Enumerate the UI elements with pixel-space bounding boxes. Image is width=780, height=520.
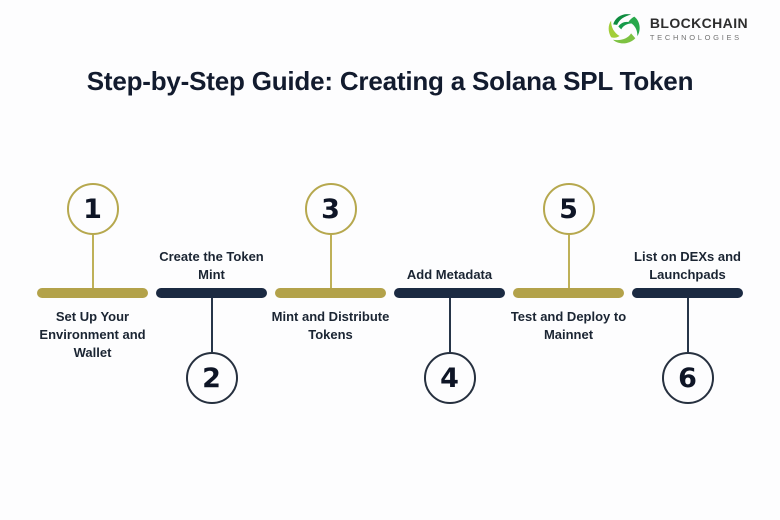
green-swirl-globe-icon bbox=[608, 14, 640, 44]
step-4: 4 Add Metadata bbox=[390, 180, 509, 410]
steps-timeline: 1 Set Up Your Environment and Wallet 2 C… bbox=[33, 180, 747, 410]
step-5-number: 5 bbox=[559, 193, 578, 225]
step-5-connector-line bbox=[567, 235, 570, 288]
step-5-timeline-bar bbox=[513, 288, 624, 298]
step-2: 2 Create the Token Mint bbox=[152, 180, 271, 410]
step-1-label: Set Up Your Environment and Wallet bbox=[39, 309, 146, 360]
step-6-timeline-bar bbox=[632, 288, 743, 298]
step-1-timeline-bar bbox=[37, 288, 148, 298]
step-2-number: 2 bbox=[202, 362, 221, 394]
step-3: 3 Mint and Distribute Tokens bbox=[271, 180, 390, 410]
step-2-timeline-bar bbox=[156, 288, 267, 298]
step-6: 6 List on DEXs and Launchpads bbox=[628, 180, 747, 410]
step-4-timeline-bar bbox=[394, 288, 505, 298]
step-3-label: Mint and Distribute Tokens bbox=[271, 309, 390, 342]
step-5: 5 Test and Deploy to Mainnet bbox=[509, 180, 628, 410]
step-1-connector-line bbox=[91, 235, 94, 288]
step-4-number: 4 bbox=[440, 362, 459, 394]
step-1-number-circle: 1 bbox=[66, 183, 119, 235]
brand-name: BLOCKCHAIN bbox=[649, 14, 748, 31]
step-5-label: Test and Deploy to Mainnet bbox=[510, 309, 627, 342]
step-3-number-circle: 3 bbox=[304, 183, 357, 235]
step-6-number: 6 bbox=[678, 362, 697, 394]
step-3-timeline-bar bbox=[275, 288, 386, 298]
step-1-number: 1 bbox=[83, 193, 102, 225]
step-4-number-circle: 4 bbox=[423, 352, 476, 404]
step-6-number-circle: 6 bbox=[661, 352, 714, 404]
brand-logo-text: BLOCKCHAIN TECHNOLOGIES bbox=[650, 15, 748, 43]
brand-subname: TECHNOLOGIES bbox=[649, 32, 742, 42]
step-3-connector-line bbox=[329, 235, 332, 288]
step-1: 1 Set Up Your Environment and Wallet bbox=[33, 180, 152, 410]
step-4-connector-line bbox=[448, 298, 451, 352]
page-title: Step-by-Step Guide: Creating a Solana SP… bbox=[86, 66, 694, 96]
step-2-label: Create the Token Mint bbox=[159, 249, 264, 282]
step-5-number-circle: 5 bbox=[542, 183, 595, 235]
step-6-connector-line bbox=[686, 298, 689, 352]
brand-logo: BLOCKCHAIN TECHNOLOGIES bbox=[606, 10, 748, 47]
step-4-label: Add Metadata bbox=[406, 267, 493, 282]
step-3-number: 3 bbox=[321, 193, 340, 225]
step-2-number-circle: 2 bbox=[185, 352, 238, 404]
step-6-label: List on DEXs and Launchpads bbox=[634, 249, 741, 282]
step-2-connector-line bbox=[210, 298, 213, 352]
